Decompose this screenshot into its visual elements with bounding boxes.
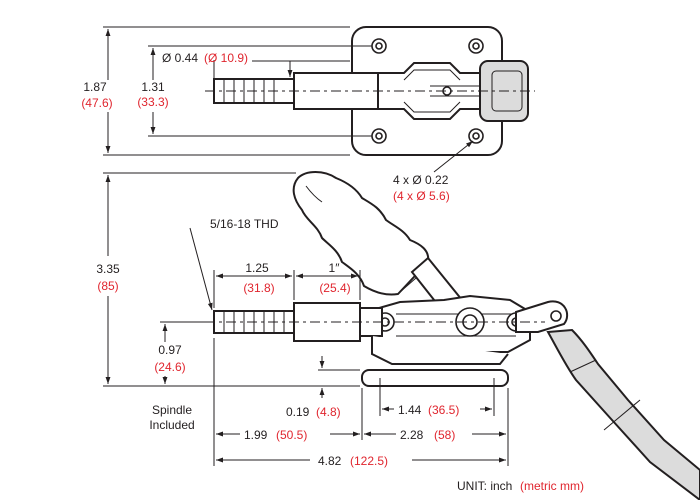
- dim-top-height-mm: (47.6): [81, 96, 112, 110]
- dim-overall-length-inch: 4.82: [318, 454, 342, 468]
- note-spindle-line2: Included: [149, 418, 194, 432]
- dim-hole-spacing-mm: (33.3): [137, 95, 168, 109]
- side-base: [361, 369, 509, 387]
- dim-spindle-seg-mm: (25.4): [319, 281, 350, 295]
- dim-spindle-height-inch: 0.97: [158, 343, 182, 357]
- dim-base-length-inch: 2.28: [400, 428, 424, 442]
- handle-grip: [292, 171, 430, 296]
- dim-base-length-mm: (58): [434, 428, 455, 442]
- dim-overall-height-inch: 3.35: [96, 262, 120, 276]
- top-view: 1.87 (47.6) 1.31 (33.3) Ø 0.44 (Ø 10.9) …: [81, 26, 535, 203]
- dim-slot-inch: 1.44: [398, 403, 422, 417]
- dim-thread-length-mm: (31.8): [243, 281, 274, 295]
- dim-spindle-dia-inch: Ø 0.44: [162, 51, 198, 65]
- handle-open: [546, 328, 700, 500]
- dim-overall-length-mm: (122.5): [350, 454, 388, 468]
- dim-thread: 5/16-18 THD: [210, 217, 279, 231]
- dim-spindle-dia-mm: (Ø 10.9): [204, 51, 248, 65]
- dim-top-height-inch: 1.87: [83, 80, 107, 94]
- note-spindle-line1: Spindle: [152, 403, 192, 417]
- dim-base-thickness-mm: (4.8): [316, 405, 341, 419]
- dim-ext-inch: 1.99: [244, 428, 268, 442]
- dim-ext-mm: (50.5): [276, 428, 307, 442]
- mounting-holes: [371, 38, 484, 144]
- dim-hole-spacing-inch: 1.31: [141, 80, 165, 94]
- dim-slot-mm: (36.5): [428, 403, 459, 417]
- units-label: UNIT: inch: [457, 479, 512, 493]
- link-arm: [515, 300, 569, 333]
- dim-overall-height-mm: (85): [97, 279, 118, 293]
- dim-thread-length-inch: 1.25: [245, 261, 269, 275]
- units-metric: (metric mm): [520, 479, 584, 493]
- dim-holes-inch: 4 x Ø 0.22: [393, 173, 449, 187]
- side-view: 5/16-18 THD 3.35 (85) 1.25 (31.8) 1″ (25…: [96, 171, 700, 500]
- dim-base-thickness-inch: 0.19: [286, 405, 310, 419]
- dim-spindle-height-mm: (24.6): [154, 360, 185, 374]
- dim-spindle-seg-inch: 1″: [329, 261, 341, 275]
- dim-holes-mm: (4 x Ø 5.6): [393, 189, 450, 203]
